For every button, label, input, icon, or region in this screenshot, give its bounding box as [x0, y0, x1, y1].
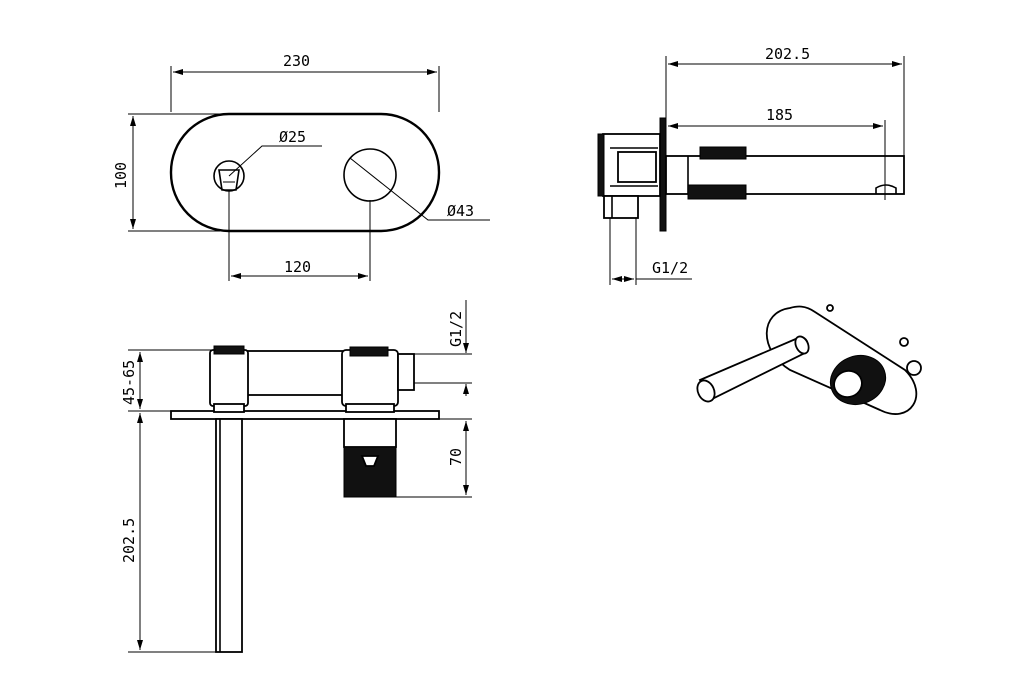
label-d43: Ø43 [447, 202, 474, 220]
label-top-202: 202.5 [120, 518, 138, 563]
leader-d25 [228, 145, 322, 177]
label-120: 120 [284, 258, 311, 276]
top-left-valve [209, 349, 249, 407]
top-right-valve [341, 349, 399, 407]
small-handle-lever [218, 169, 240, 191]
label-230: 230 [283, 52, 310, 70]
top-knob-sleeve [343, 418, 397, 448]
top-cylinder [237, 350, 357, 396]
label-d25: Ø25 [279, 128, 306, 146]
top-knob-knurl [343, 446, 397, 498]
top-view [128, 300, 472, 653]
label-top-g12: G1/2 [447, 311, 465, 347]
label-70: 70 [447, 448, 465, 466]
label-side-202: 202.5 [765, 45, 810, 63]
side-inlet [603, 195, 639, 219]
label-185: 185 [766, 106, 793, 124]
front-view [128, 66, 490, 281]
label-100: 100 [112, 162, 130, 189]
label-45-65: 45-65 [120, 360, 138, 405]
side-wall-plate [659, 117, 667, 232]
back-plate-outline [169, 112, 441, 233]
top-wall-plate [170, 410, 440, 420]
large-knob-circle [343, 148, 397, 202]
label-side-g12: G1/2 [652, 259, 688, 277]
leader-d43 [349, 157, 490, 221]
isometric-view [696, 304, 922, 415]
side-view [597, 56, 905, 285]
top-outlet [397, 353, 415, 391]
